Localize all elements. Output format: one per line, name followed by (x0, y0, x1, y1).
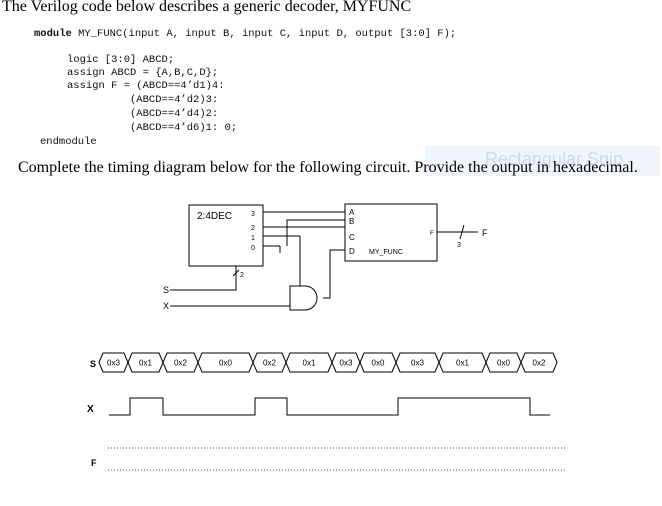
s-bus-value: 0x0 (219, 359, 232, 368)
x-waveform (109, 397, 550, 416)
s-bus-value: 0x3 (340, 359, 353, 368)
output-bus-width: 3 (457, 242, 461, 249)
s-bus-value: 0x1 (456, 359, 469, 368)
input-x-label: X (163, 301, 169, 311)
wire-and-to-d (323, 249, 345, 299)
code-line: assign ABCD = {A,B,C,D}; (67, 67, 219, 79)
decoder-out-1: 1 (251, 235, 255, 242)
wire-b (286, 219, 345, 246)
code-line: (ABCD==4’d6)1: 0; (67, 122, 238, 134)
s-bus-value: 0x1 (303, 359, 316, 368)
s-bus-segment (520, 352, 558, 373)
and-gate (289, 285, 318, 311)
s-bus-waveform: 0x3 0x1 0x2 0x0 0x2 0x1 0x3 0x0 0x3 0x1 0x0 0x2 (98, 352, 558, 373)
select-width-label: 2 (240, 272, 244, 279)
s-bus-value: 0x0 (372, 359, 385, 368)
code-line: assign F = (ABCD==4’d1)4: (67, 80, 225, 92)
port-d-label: D (349, 247, 355, 256)
s-bus-value: 0x2 (533, 359, 546, 368)
s-bus-value: 0x3 (411, 359, 424, 368)
code-line: (ABCD==4’d4)2: (67, 108, 219, 120)
timing-signal-f: F (91, 458, 97, 468)
timing-signal-s: S (90, 359, 96, 369)
s-bus-value: 0x1 (139, 359, 152, 368)
port-a-label: A (349, 208, 355, 217)
timing-signal-x: X (87, 404, 94, 415)
s-bus-value: 0x0 (497, 359, 510, 368)
snip-watermark: Rectangular Snip (425, 146, 660, 176)
output-f-label: F (482, 228, 488, 238)
input-s-label: S (163, 285, 169, 295)
module-declaration: module MY_FUNC(input A, input B, input C… (34, 28, 456, 41)
heading: The Verilog code below describes a gener… (2, 0, 412, 15)
decoder-out-2: 2 (251, 225, 255, 232)
code-line: logic [3:0] ABCD; (67, 54, 175, 66)
question-text: Complete the timing diagram below for th… (18, 159, 638, 176)
wire-s-in (170, 280, 237, 291)
decoder-out-0: 0 (251, 245, 255, 252)
code-line: (ABCD==4’d2)3: (67, 94, 219, 106)
bus-slash (459, 224, 465, 240)
decoder-label: 2:4DEC (197, 211, 232, 222)
myfunc-label: MY_FUNC (369, 249, 403, 256)
s-bus-value: 0x2 (263, 359, 276, 368)
port-c-label: C (349, 233, 355, 242)
decoder-out-3: 3 (251, 211, 255, 218)
module-signature: MY_FUNC(input A, input B, input C, input… (71, 28, 457, 40)
watermark-text: Rectangular Snip (485, 149, 624, 169)
s-bus-value: 0x3 (107, 359, 120, 368)
module-keyword: module (34, 28, 72, 40)
myfunc-out-port-label: F (430, 231, 434, 237)
s-bus-value: 0x2 (174, 359, 187, 368)
port-b-label: B (349, 217, 354, 226)
endmodule-keyword: endmodule (40, 136, 97, 148)
